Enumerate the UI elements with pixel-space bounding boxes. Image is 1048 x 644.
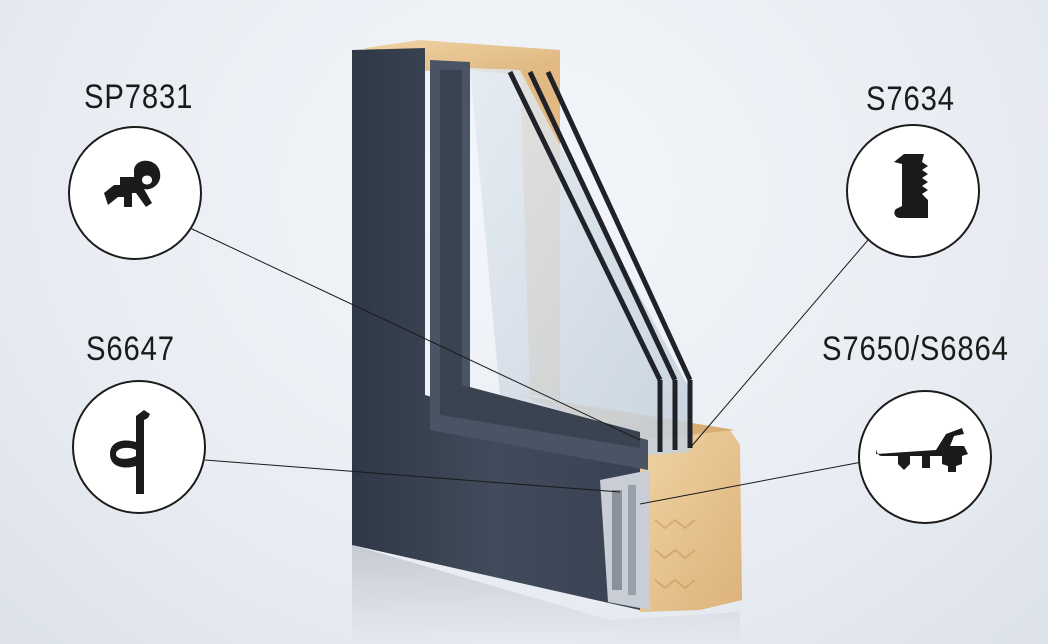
gasket-badge-s6647 [72, 380, 206, 514]
gasket-s6647-profile-icon [110, 410, 150, 494]
gasket-label-s7634: S7634 [866, 80, 955, 118]
gasket-badge-sp7831 [68, 126, 202, 260]
gasket-badge-s7650-s6864 [858, 390, 992, 524]
gasket-badge-s7634 [846, 124, 980, 258]
gasket-label-s6647: S6647 [86, 330, 175, 368]
gasket-s7634-profile-icon [894, 154, 928, 218]
gasket-sp7831-profile-icon [104, 160, 161, 207]
gasket-label-s7650-s6864: S7650/S6864 [822, 330, 1009, 368]
gasket-label-sp7831: SP7831 [84, 78, 194, 116]
gasket-s7650-s6864-profile-icon [876, 428, 968, 472]
